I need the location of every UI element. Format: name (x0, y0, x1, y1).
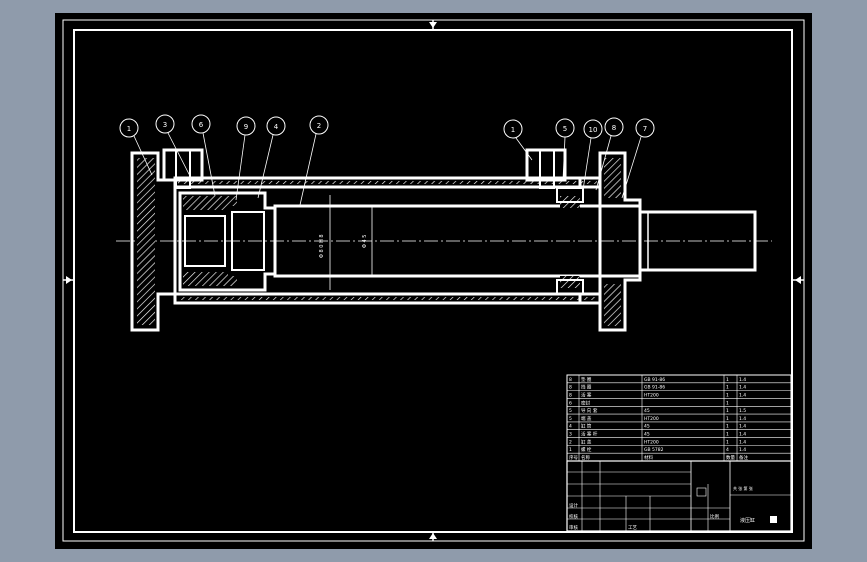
svg-text:1: 1 (127, 125, 131, 133)
parts-header-cell: 材料 (644, 454, 653, 461)
parts-cell: 1 (726, 377, 729, 383)
parts-cell: 密封 (581, 399, 590, 406)
parts-cell: 1 (726, 432, 729, 438)
parts-cell: 8 (569, 392, 572, 398)
parts-cell: 垫 圈 (581, 376, 592, 383)
scale-label: 比例 (710, 513, 719, 520)
parts-cell: 6 (569, 400, 572, 406)
balloon: 2 (299, 115, 329, 206)
parts-cell: 1 (726, 392, 729, 398)
parts-cell: 端 盖 (581, 415, 592, 422)
drawing-name: 液压缸 (740, 517, 755, 524)
parts-cell: 1 (726, 385, 729, 391)
svg-text:Φ 8 0 H 8: Φ 8 0 H 8 (319, 234, 325, 258)
parts-cell: 1.4 (739, 432, 746, 438)
svg-text:1: 1 (511, 126, 515, 134)
parts-cell: GB 5782 (644, 447, 664, 453)
parts-cell: 45 (644, 432, 650, 438)
parts-cell: 5 (569, 416, 572, 422)
balloon: 7 (621, 118, 655, 199)
parts-cell: 4 (726, 447, 729, 453)
parts-cell: HT200 (644, 416, 659, 422)
parts-cell: 1 (726, 400, 729, 406)
parts-cell: HT200 (644, 439, 659, 445)
parts-cell: 1.5 (739, 408, 746, 414)
right-end-cap (578, 151, 642, 332)
parts-cell: 活 塞 (581, 391, 592, 398)
balloon: 6 (191, 114, 216, 197)
parts-list-table: 8 垫 圈 GB 91-86 1 1.4 8 挡 圈 GB 91-86 1 1.4 8 活 塞 HT20… (566, 374, 792, 462)
parts-cell: GB 91-86 (644, 377, 665, 383)
parts-cell: 活 塞 杆 (581, 431, 598, 438)
title-label: 工艺 (628, 525, 637, 531)
parts-header-cell: 序号 (569, 454, 578, 461)
title-label: 审核 (569, 524, 578, 531)
svg-text:8: 8 (612, 124, 616, 132)
parts-cell: 导 向 套 (581, 407, 598, 414)
parts-header-cell: 名称 (581, 454, 590, 461)
svg-text:4: 4 (274, 123, 279, 131)
cylinder-barrel-bottom (173, 292, 602, 305)
balloon: 9 (235, 116, 256, 201)
parts-cell: 1 (726, 424, 729, 430)
parts-cell: 45 (644, 408, 650, 414)
parts-cell: 8 (569, 385, 572, 391)
parts-cell: 1.4 (739, 385, 746, 391)
svg-text:5: 5 (563, 125, 567, 133)
balloon-labels: 1 3 6 9 4 (119, 114, 655, 206)
cylinder-assembly: Φ 8 0 H 8 Φ 4 5 (130, 148, 757, 332)
parts-cell: 45 (644, 424, 650, 430)
centering-marks (63, 20, 804, 541)
drawing-sheet (55, 13, 812, 549)
parts-cell: 1.4 (739, 377, 746, 383)
title-label: 校核 (569, 513, 578, 520)
parts-cell: GB 91-86 (644, 385, 665, 391)
parts-cell: 螺 栓 (581, 446, 592, 453)
parts-cell: 1.4 (739, 439, 746, 445)
parts-cell: 3 (569, 432, 572, 438)
parts-cell: 缸 盖 (581, 438, 592, 445)
svg-text:3: 3 (163, 121, 167, 129)
svg-text:9: 9 (244, 123, 248, 131)
parts-cell: 2 (569, 439, 572, 445)
balloon: 1 (119, 118, 153, 176)
balloon: 8 (595, 117, 624, 191)
svg-text:10: 10 (589, 126, 598, 134)
parts-header-cell: 数量 (726, 454, 735, 461)
parts-cell: 挡 圈 (581, 384, 592, 391)
parts-header-cell: 备注 (739, 454, 748, 461)
title-label: 设计 (569, 502, 578, 509)
svg-text:7: 7 (643, 125, 647, 133)
title-block: 设计 校核 审核 工艺 比例 液压缸 共 张 第 张 (566, 460, 792, 532)
parts-cell: 1.4 (739, 424, 746, 430)
piston-rod (273, 204, 757, 278)
parts-cell: 1 (569, 447, 572, 453)
parts-cell: 1 (726, 439, 729, 445)
balloon: 4 (257, 116, 286, 199)
balloon: 1 (503, 119, 533, 161)
parts-cell: 1.4 (739, 416, 746, 422)
parts-cell: 1 (726, 408, 729, 414)
parts-cell: 5 (569, 408, 572, 414)
sheet-label: 共 张 第 张 (733, 485, 753, 491)
parts-cell: 8 (569, 377, 572, 383)
balloon: 10 (582, 119, 603, 191)
parts-cell: 1.4 (739, 447, 746, 453)
parts-cell: 缸 筒 (581, 423, 592, 430)
svg-text:2: 2 (317, 122, 321, 130)
svg-text:Φ 4 5: Φ 4 5 (362, 235, 368, 248)
parts-cell: 4 (569, 424, 572, 430)
parts-cell: 1 (726, 416, 729, 422)
balloon: 3 (155, 114, 193, 181)
balloon: 5 (555, 118, 575, 181)
parts-cell: HT200 (644, 392, 659, 398)
svg-text:6: 6 (199, 121, 204, 129)
parts-cell: 1.4 (739, 392, 746, 398)
